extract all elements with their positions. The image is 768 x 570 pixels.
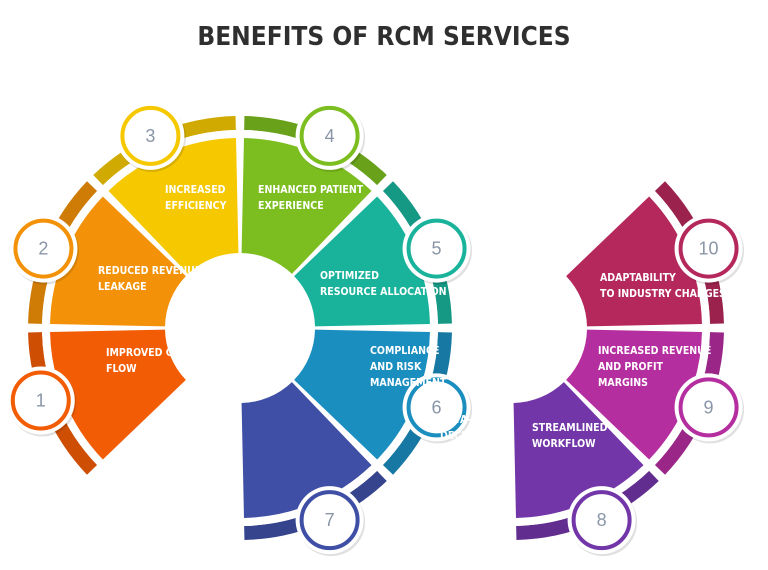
segment-rim-10	[654, 181, 724, 324]
badge-ring	[120, 105, 181, 166]
badge-ring	[571, 490, 632, 551]
segment-rim-9	[654, 332, 724, 475]
segment-separator-7	[243, 465, 378, 526]
number-badge-6: 6	[402, 373, 473, 444]
badge-number: 9	[704, 397, 714, 417]
segment-8	[513, 382, 644, 518]
segment-separator-10	[649, 190, 710, 325]
segment-rim-2	[28, 181, 98, 324]
segment-label-4: ENHANCED PATIENT EXPERIENCE	[258, 184, 364, 212]
badge-number: 4	[325, 126, 335, 146]
segment-4	[241, 138, 372, 274]
number-badge-7: 7	[295, 486, 366, 557]
segment-rim-6	[382, 332, 452, 475]
segment-label-9: INCREASED REVENUE AND PROFIT MARGINS	[598, 345, 712, 389]
segment-7	[241, 382, 372, 518]
segment-label-8: STREAMLINED WORKFLOW	[532, 422, 608, 450]
segment-separator-8	[515, 465, 650, 526]
badge-number: 7	[325, 510, 335, 530]
number-badge-5: 5	[402, 214, 473, 285]
badge-ring	[678, 377, 739, 438]
badge-number: 1	[36, 391, 46, 411]
page-title: BENEFITS OF RCM SERVICES	[197, 22, 571, 52]
segment-rim-3	[93, 116, 236, 186]
badge-number: 6	[432, 397, 442, 417]
badge-ring	[13, 218, 74, 279]
segment-separator-9	[649, 331, 710, 466]
segment-separator-1	[42, 331, 103, 466]
segment-2	[50, 196, 186, 327]
segment-9	[566, 329, 702, 460]
badge-ring	[10, 370, 71, 431]
badge-ring	[299, 490, 360, 551]
segment-label-6: COMPLIANCE AND RISK MANAGEMENT	[370, 345, 447, 389]
number-badge-8: 8	[567, 486, 638, 557]
badge-ring	[678, 218, 739, 279]
segment-rim-7	[244, 470, 387, 540]
badge-ring	[406, 218, 467, 279]
segment-label-7: DATA-DRIVEN DECISION MAKING	[440, 414, 512, 458]
badge-number: 8	[597, 510, 607, 530]
segment-separator-4	[243, 130, 378, 191]
segment-6	[294, 329, 430, 460]
segment-rim-5	[382, 181, 452, 324]
segment-label-1: IMPROVED CASH FLOW	[106, 347, 195, 375]
number-badge-9: 9	[674, 373, 745, 444]
number-badge-2: 2	[9, 214, 79, 285]
number-badge-4: 4	[295, 101, 366, 172]
segment-label-5: OPTIMIZED RESOURCE ALLOCATION	[320, 270, 447, 298]
segment-rim-4	[244, 116, 387, 186]
segment-separator-6	[377, 331, 438, 466]
number-badge-10: 10	[674, 214, 745, 285]
badge-number: 5	[432, 239, 442, 259]
segment-separator-5	[377, 190, 438, 325]
segment-separator-3	[102, 130, 237, 191]
segment-3	[108, 138, 239, 274]
segment-5	[294, 196, 430, 327]
segment-label-2: REDUCED REVENUE LEAKAGE	[98, 265, 202, 293]
badge-ring	[406, 377, 467, 438]
number-badge-1: 1	[6, 366, 77, 437]
badge-ring	[299, 105, 360, 166]
segment-separator-2	[42, 190, 103, 325]
segment-rim-8	[516, 470, 659, 540]
segment-1	[50, 329, 186, 460]
segment-10	[566, 196, 702, 327]
segment-label-3: INCREASED EFFICIENCY	[165, 184, 227, 212]
number-badge-3: 3	[116, 101, 186, 172]
badge-number: 2	[38, 239, 48, 259]
badge-number: 10	[699, 239, 719, 259]
badge-number: 3	[145, 126, 155, 146]
segment-label-10: ADAPTABILITY TO INDUSTRY CHANGES	[600, 272, 726, 300]
